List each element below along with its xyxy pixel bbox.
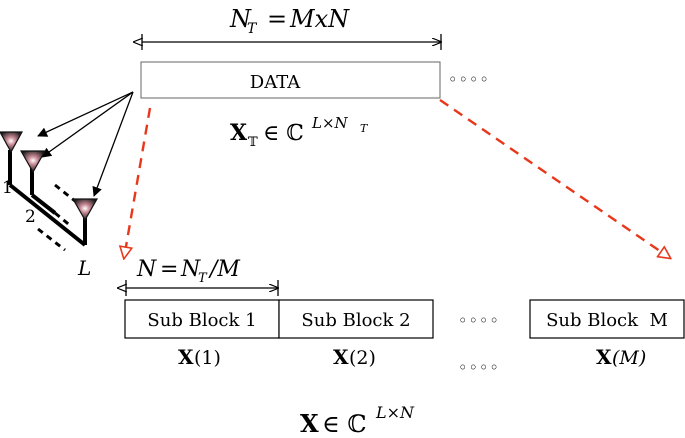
antenna-label-2: 2	[25, 207, 36, 227]
svg-text:=: =	[160, 257, 178, 282]
sub-block-1-label: Sub Block 1	[147, 310, 256, 331]
sub-block-gap-dots: ◦◦◦◦	[458, 311, 500, 330]
antenna-icon-1	[0, 131, 24, 154]
sub-block-1	[124, 299, 280, 339]
svg-text:X: X	[333, 345, 349, 369]
svg-text:X: X	[300, 409, 319, 438]
svg-text:N: N	[229, 5, 252, 33]
transmit-matrix-label: X 𝕋 ∈ ℂ L×N T	[230, 114, 369, 150]
data-continuation-dots: ◦◦◦◦	[448, 70, 490, 89]
antenna-icon-2	[19, 150, 47, 174]
antenna-array	[0, 131, 99, 252]
svg-text:L×N: L×N	[311, 114, 349, 132]
sub-dimension-label: N = N T /M	[136, 257, 240, 286]
antenna-label-1: 1	[2, 178, 13, 198]
sub-matrix-label-1: X (1)	[178, 345, 221, 369]
sub-block-M	[529, 299, 685, 339]
svg-text:N: N	[180, 257, 201, 282]
sub-block-2-label: Sub Block 2	[301, 310, 410, 331]
svg-text:L×N: L×N	[375, 403, 415, 422]
svg-text:T: T	[198, 271, 208, 286]
svg-text:∈ ℂ: ∈ ℂ	[322, 410, 367, 438]
sub-matrix-definition: X ∈ ℂ L×N	[300, 403, 415, 438]
antenna-feed-arrow-2	[41, 91, 134, 158]
antenna-feed-arrow-L	[92, 91, 134, 197]
sub-matrix-label-M: X (M)	[596, 345, 646, 369]
svg-text:=: =	[267, 5, 287, 33]
sub-matrix-label-2: X (2)	[333, 345, 376, 369]
svg-text:(1): (1)	[194, 347, 221, 369]
svg-text:N: N	[136, 257, 157, 282]
antenna-label-L: L	[77, 256, 91, 280]
svg-text:𝕋: 𝕋	[248, 135, 258, 150]
svg-text:X: X	[596, 345, 612, 369]
antenna-icon-L	[71, 198, 99, 222]
antenna-feed-arrow-1	[37, 91, 134, 137]
svg-text:(2): (2)	[349, 347, 376, 369]
data-block	[140, 61, 441, 99]
svg-text:T: T	[247, 21, 258, 37]
svg-text:MxN: MxN	[289, 5, 350, 33]
red-arrow-left	[124, 107, 152, 258]
top-dimension-label: N T = MxN	[229, 5, 350, 37]
svg-text:X: X	[230, 120, 248, 146]
svg-text:/M: /M	[208, 257, 240, 282]
data-block-label: DATA	[250, 72, 301, 93]
svg-text:(M): (M)	[612, 347, 646, 369]
sub-block-2	[278, 299, 434, 339]
red-arrow-right	[439, 99, 670, 258]
sub-block-M-label: Sub Block M	[546, 310, 668, 331]
svg-text:T: T	[360, 122, 369, 135]
svg-text:∈ ℂ: ∈ ℂ	[263, 121, 304, 146]
label-gap-dots: ◦◦◦◦	[458, 358, 500, 377]
svg-text:X: X	[178, 345, 194, 369]
